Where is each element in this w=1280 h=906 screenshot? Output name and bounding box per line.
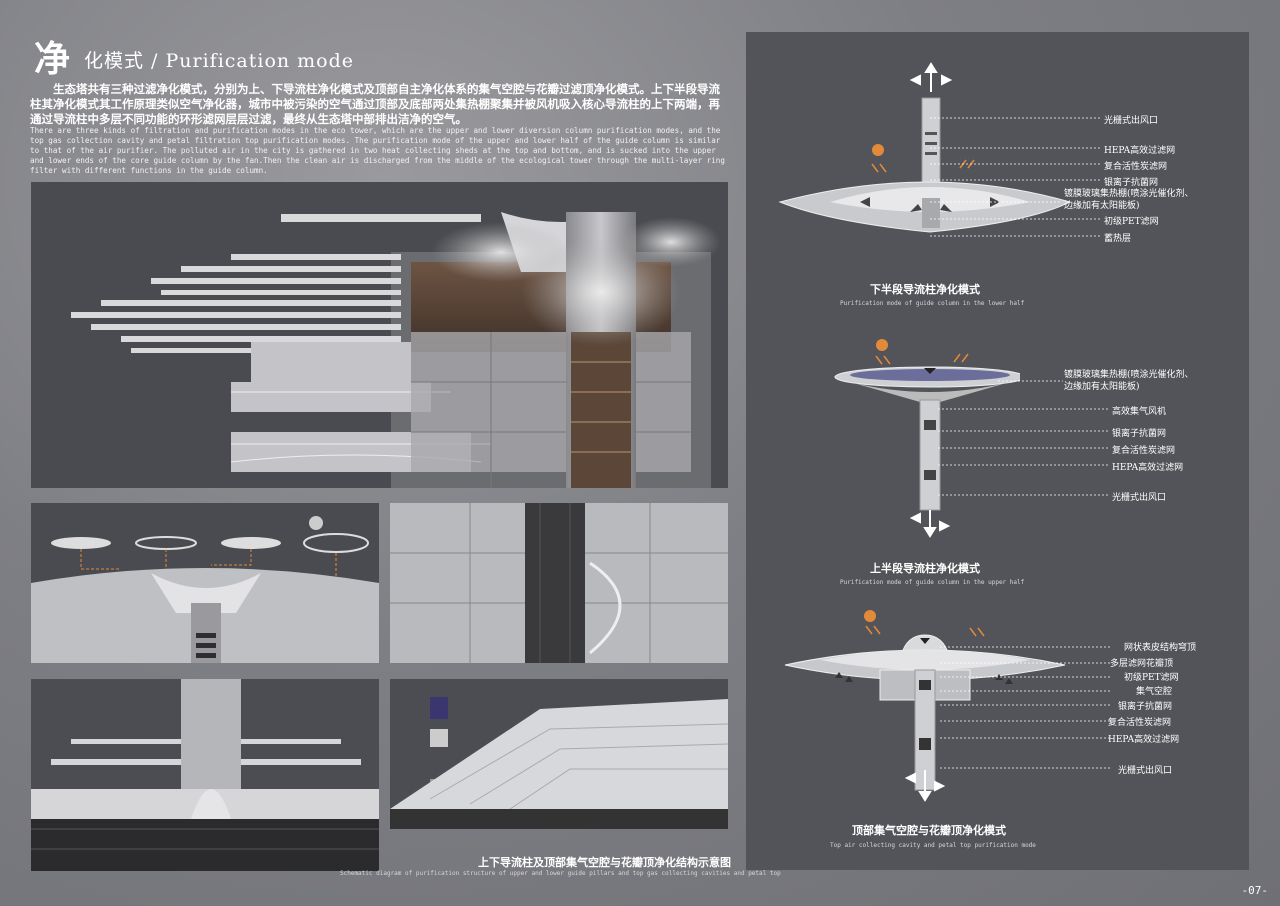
- lower-column-illustration: [31, 679, 379, 871]
- d1-label-1: 光栅式出风口: [1104, 116, 1159, 126]
- d3-label-2: 多层滤网花瓣顶: [1110, 659, 1174, 669]
- detail-render-column-upper: [390, 503, 728, 663]
- d1-label-2: HEPA高效过滤网: [1104, 146, 1176, 156]
- purification-diagrams-panel: [746, 32, 1249, 870]
- d1-label-4: 银离子抗菌网: [1104, 178, 1159, 188]
- d3-label-3: 初级PET滤网: [1124, 673, 1179, 683]
- intro-text-cn: 生态塔共有三种过滤净化模式，分别为上、下导流柱净化模式及顶部自主净化体系的集气空…: [30, 82, 720, 126]
- d3-label-7: HEPA高效过滤网: [1108, 735, 1180, 745]
- column-section-illustration: [390, 503, 728, 663]
- petal-roof-illustration: [390, 679, 728, 829]
- page-title: 化模式 / Purification mode: [84, 50, 355, 72]
- d1-label-7: 蓄热层: [1104, 234, 1132, 244]
- detail-render-petal-roof: [390, 679, 728, 829]
- detail-render-column-lower: [31, 679, 379, 871]
- d1-label-5: 镀膜玻璃集热棚(喷涂光催化剂、边缘加有太阳能板): [1064, 189, 1194, 211]
- diagram-upper-half: [834, 339, 1020, 538]
- d3-title-cn: 顶部集气空腔与花瓣顶净化模式: [852, 824, 1006, 837]
- bottom-caption-cn: 上下导流柱及顶部集气空腔与花瓣顶净化结构示意图: [478, 856, 731, 869]
- detail-render-top-petals: [31, 503, 379, 663]
- d2-label-5: HEPA高效过滤网: [1112, 463, 1184, 473]
- d3-label-8: 光栅式出风口: [1118, 766, 1173, 776]
- d2-title-cn: 上半段导流柱净化模式: [870, 562, 980, 575]
- d2-label-6: 光栅式出风口: [1112, 493, 1167, 503]
- d3-label-5: 银离子抗菌网: [1118, 702, 1173, 712]
- main-section-render: [31, 182, 728, 488]
- diagram-top-cavity: [784, 610, 1066, 802]
- petal-top-exploded-illustration: [31, 516, 379, 663]
- d1-title-en: Purification mode of guide column in the…: [840, 300, 1025, 307]
- bottom-caption-en: Schematic diagram of purification struct…: [340, 870, 781, 877]
- intro-text-en: There are three kinds of filtration and …: [30, 126, 725, 175]
- diagram2-leaders: [938, 380, 1110, 496]
- tower-section-illustration: [71, 212, 721, 488]
- page-number: -07-: [1241, 884, 1269, 897]
- diagram1-leaders: [930, 117, 1102, 237]
- diagram-lower-half: [778, 62, 1070, 233]
- d3-label-1: 网状表皮结构穹顶: [1124, 643, 1197, 653]
- d3-label-4: 集气空腔: [1136, 687, 1173, 697]
- diagram3-leaders: [940, 646, 1112, 769]
- d2-label-4: 复合活性炭滤网: [1112, 446, 1176, 456]
- d2-label-1: 镀膜玻璃集热棚(喷涂光催化剂、边缘加有太阳能板): [1064, 370, 1194, 392]
- d2-label-3: 银离子抗菌网: [1112, 429, 1167, 439]
- d2-title-en: Purification mode of guide column in the…: [840, 579, 1025, 586]
- d3-title-en: Top air collecting cavity and petal top …: [830, 842, 1036, 849]
- d1-title-cn: 下半段导流柱净化模式: [870, 283, 980, 296]
- d2-label-2: 高效集气风机: [1112, 407, 1167, 417]
- d1-label-6: 初级PET滤网: [1104, 217, 1159, 227]
- d3-label-6: 复合活性炭滤网: [1108, 718, 1172, 728]
- page-title-char: 净: [34, 38, 71, 80]
- d1-label-3: 复合活性炭滤网: [1104, 162, 1168, 172]
